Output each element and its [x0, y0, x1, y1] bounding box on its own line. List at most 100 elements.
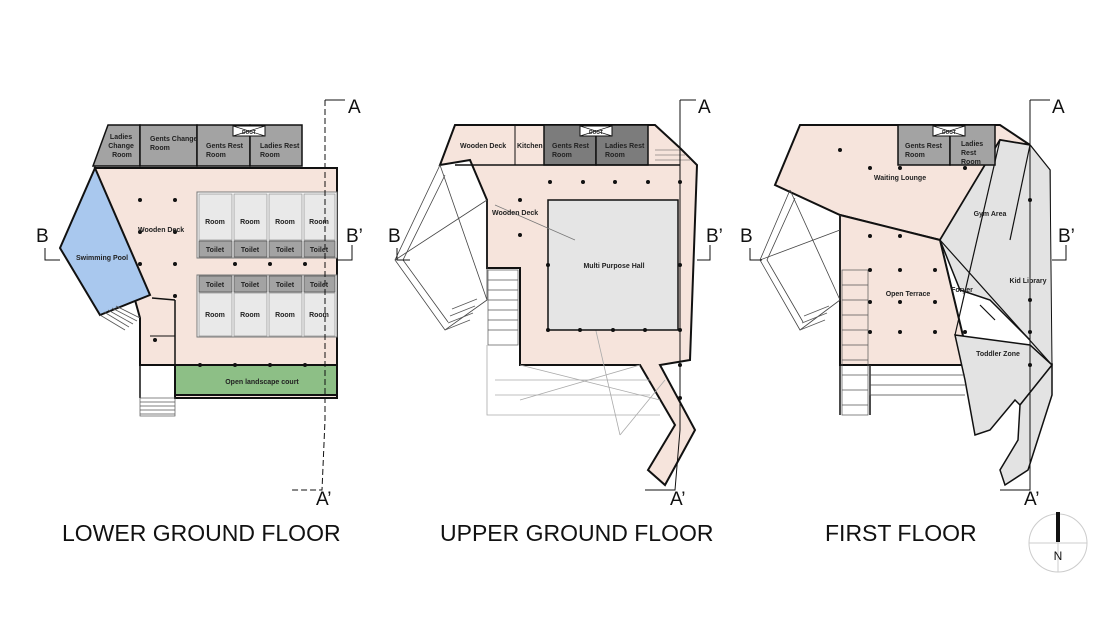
ff-section-line-a [1000, 100, 1031, 491]
ff-section-line-b [749, 248, 762, 261]
lgf-room-block-lower [196, 274, 338, 338]
lgf-room [233, 193, 268, 241]
lgf-section-mark-a-prime: A’ [316, 489, 331, 510]
lgf-gents-change-label: Gents Change [150, 136, 198, 143]
ff-gents-rest-label: Gents Rest [905, 143, 943, 150]
lgf-room [198, 292, 233, 337]
ff-columns [838, 148, 1032, 367]
ugf-section-line-b [396, 248, 410, 261]
first-floor-plan: DUCT [740, 97, 1075, 510]
ff-duct-label: DUCT [942, 130, 956, 136]
lgf-room-label: Room [205, 312, 225, 319]
lgf-section-mark-a: A [348, 97, 361, 118]
upper-ground-floor-plan: DUCT Wooden Deck Kitchen Ge [388, 97, 723, 510]
ff-toddler-zone [954, 334, 1054, 436]
ugf-multi-purpose-hall [547, 199, 679, 331]
lgf-room-block-upper [196, 191, 338, 259]
lgf-toilet [303, 275, 336, 293]
lgf-room [233, 292, 268, 337]
ff-section-mark-a-prime: A’ [1024, 489, 1039, 510]
lgf-toilet [303, 240, 336, 258]
lgf-swimming-pool-label: Swimming Pool [76, 255, 128, 262]
ugf-section-mark-a-prime: A’ [670, 489, 685, 510]
ff-gym-area-label: Gym Area [974, 211, 1007, 218]
lgf-section-mark-b: B [36, 226, 49, 247]
ugf-west-wing-frame [394, 164, 488, 331]
svg-text:Gents Change Room: Gents Change Room [150, 136, 199, 152]
lgf-toilet [268, 240, 303, 258]
svg-text:Ladies Rest Room: Ladies Rest Room [605, 143, 646, 159]
ff-gents-rest-label: Room [905, 152, 925, 159]
ff-foyer-label: Foryer [951, 287, 973, 294]
ff-ladies-rest-label: Room [961, 159, 981, 166]
ugf-wooden-deck-top-label: Wooden Deck [460, 143, 506, 150]
lgf-wooden-deck-label: Wooden Deck [138, 227, 184, 234]
lgf-toilet [233, 275, 268, 293]
lgf-room-label: Room [240, 219, 260, 226]
lgf-toilet [268, 275, 303, 293]
ff-kid-library-area [1029, 143, 1053, 367]
lgf-duct-label: DUCT [242, 130, 256, 136]
lgf-toilet [198, 275, 233, 293]
lgf-open-landscape-court [174, 364, 338, 396]
lgf-section-line-b [44, 248, 60, 261]
ugf-ladies-rest-label: Room [605, 152, 625, 159]
lgf-toilet-label: Toilet [276, 282, 295, 289]
lgf-toilet-label: Toilet [310, 282, 329, 289]
lgf-room-label: Room [309, 219, 329, 226]
svg-text:Ladies Rest Room: Ladies Rest Room [260, 143, 301, 159]
lgf-toilet-label: Toilet [206, 282, 225, 289]
ugf-section-mark-a: A [698, 97, 711, 118]
lgf-toilet-label: Toilet [310, 247, 329, 254]
ff-stairs [841, 269, 869, 416]
lgf-room-label: Room [240, 312, 260, 319]
lgf-section-mark-b-prime: B’ [346, 226, 363, 247]
lgf-room-label: Room [275, 312, 295, 319]
lgf-gents-rest-label: Room [206, 152, 226, 159]
lgf-room [268, 193, 303, 241]
lgf-ladies-rest-label: Ladies Rest [260, 143, 300, 150]
ugf-steps [444, 298, 478, 331]
lgf-room [303, 292, 336, 337]
lgf-toilet [233, 240, 268, 258]
ugf-kitchen-label: Kitchen [517, 143, 543, 150]
ff-west-wing-frame [759, 189, 841, 331]
lgf-section-line-a [290, 100, 326, 491]
ugf-gents-rest-label: Gents Rest [552, 143, 590, 150]
ugf-columns [518, 180, 682, 400]
lgf-ladies-rest-label: Room [260, 152, 280, 159]
ff-waiting-lounge-label: Waiting Lounge [874, 175, 926, 182]
lgf-toilet-label: Toilet [241, 247, 260, 254]
ff-section-mark-a: A [1052, 97, 1065, 118]
lgf-gents-change-label: Room [150, 145, 170, 152]
lgf-room [268, 292, 303, 337]
ugf-stairs [487, 269, 519, 346]
lgf-gents-change-room [139, 124, 198, 167]
lgf-ladies-change-label: Room [112, 152, 132, 159]
ff-kid-library-label: Kid Library [1010, 278, 1047, 285]
lgf-ladies-change-label: Ladies [110, 134, 132, 141]
lgf-stairs [139, 397, 176, 417]
ff-section-mark-b: B [740, 226, 753, 247]
first-floor-title: FIRST FLOOR [825, 520, 977, 546]
ugf-below-structure [486, 239, 666, 436]
lgf-room-label: Room [309, 312, 329, 319]
ff-section-mark-b-prime: B’ [1058, 226, 1075, 247]
lgf-toilet-label: Toilet [206, 247, 225, 254]
lgf-toilet-label: Toilet [241, 282, 260, 289]
ugf-wooden-deck-label: Wooden Deck [492, 210, 538, 217]
ff-south-ramp [999, 362, 1053, 487]
lgf-pool-steps [99, 305, 141, 331]
north-arrow-icon: N [1028, 512, 1088, 573]
svg-text:Ladies Change Room: Ladies Change Room [108, 134, 136, 159]
svg-text:Gents Rest Room: Gents Rest Room [206, 143, 245, 159]
lgf-room-label: Room [205, 219, 225, 226]
ff-ladies-rest-label: Ladies [961, 141, 983, 148]
lower-ground-floor-plan: DUCT [36, 97, 363, 510]
ff-open-terrace-label: Open Terrace [886, 291, 931, 298]
lgf-room-label: Room [275, 219, 295, 226]
lgf-gents-rest-label: Gents Rest [206, 143, 244, 150]
ugf-ladies-rest-label: Ladies Rest [605, 143, 645, 150]
lgf-room [303, 193, 336, 241]
